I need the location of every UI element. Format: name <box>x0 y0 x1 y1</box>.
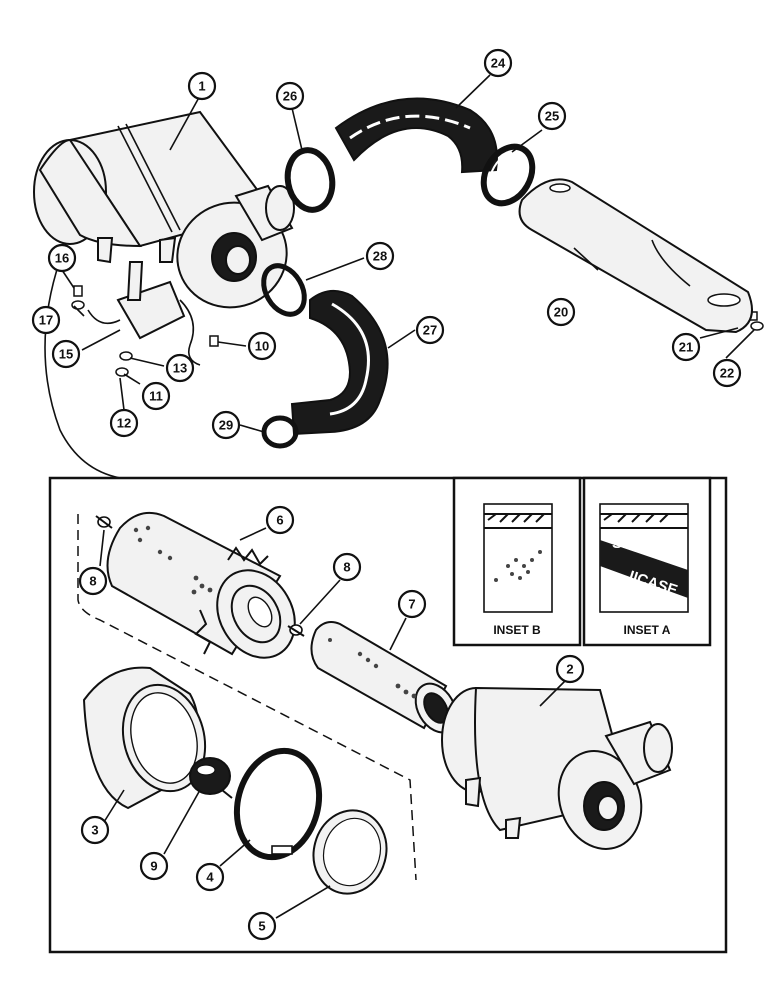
curved-hose-27 <box>290 289 389 436</box>
svg-text:16: 16 <box>55 251 69 266</box>
svg-text:12: 12 <box>117 416 131 431</box>
svg-text:8: 8 <box>343 560 350 575</box>
svg-text:1: 1 <box>198 79 205 94</box>
callout-8-upper: 8 <box>78 566 108 596</box>
svg-text:21: 21 <box>679 340 693 355</box>
secondary-filter-element <box>310 621 458 734</box>
svg-text:3: 3 <box>91 823 98 838</box>
svg-text:5: 5 <box>258 919 265 934</box>
wing-nut-8b <box>287 624 305 637</box>
callout-8-lower: 8 <box>332 552 362 582</box>
svg-text:24: 24 <box>491 56 506 71</box>
callout-1: 1 <box>187 71 217 101</box>
elbow-hose-24 <box>334 97 498 174</box>
svg-text:29: 29 <box>219 418 233 433</box>
svg-text:17: 17 <box>39 313 53 328</box>
inset-a-label: INSET A <box>624 623 671 637</box>
callout-21: 21 <box>671 332 701 362</box>
svg-text:26: 26 <box>283 89 297 104</box>
mounting-bracket <box>87 261 201 366</box>
svg-text:25: 25 <box>545 109 559 124</box>
callout-22: 22 <box>712 358 742 388</box>
svg-text:8: 8 <box>89 574 96 589</box>
svg-text:27: 27 <box>423 323 437 338</box>
inset-a: SE IICASE INSET A <box>582 476 712 647</box>
callout-10: 10 <box>247 331 277 361</box>
callout-25: 25 <box>537 101 567 131</box>
callout-28: 28 <box>365 241 395 271</box>
band-clamp-4 <box>233 747 323 861</box>
filter-housing-2 <box>441 686 673 850</box>
detail-box <box>48 476 728 954</box>
inset-a-decal-text-1: SE <box>612 535 632 552</box>
callout-29: 29 <box>211 410 241 440</box>
primary-filter-element <box>106 512 296 659</box>
callout-7: 7 <box>397 589 427 619</box>
svg-text:6: 6 <box>276 513 283 528</box>
callout-4: 4 <box>195 862 225 892</box>
inset-b: INSET B <box>452 476 582 647</box>
dust-valve-9 <box>189 757 233 799</box>
leader-lines <box>61 74 755 919</box>
inset-b-label: INSET B <box>493 623 541 637</box>
hose-clamp-25 <box>480 143 536 207</box>
svg-text:9: 9 <box>150 859 157 874</box>
svg-text:7: 7 <box>408 597 415 612</box>
callout-13: 13 <box>165 353 195 383</box>
callout-5: 5 <box>247 911 277 941</box>
callout-17: 17 <box>31 305 61 335</box>
intake-tube-20 <box>518 178 753 334</box>
svg-text:28: 28 <box>373 249 387 264</box>
air-cleaner-housing <box>33 110 295 309</box>
callout-27: 27 <box>415 315 445 345</box>
group-outline <box>77 514 417 881</box>
callout-26: 26 <box>275 81 305 111</box>
callout-12: 12 <box>109 408 139 438</box>
svg-text:10: 10 <box>255 339 269 354</box>
callout-20: 20 <box>546 297 576 327</box>
callout-3: 3 <box>80 815 110 845</box>
hose-clamp-28 <box>261 263 307 317</box>
svg-text:11: 11 <box>149 389 163 404</box>
callout-6: 6 <box>265 505 295 535</box>
callout-15: 15 <box>51 339 81 369</box>
svg-text:2: 2 <box>566 662 573 677</box>
seal-band-5 <box>312 809 388 895</box>
svg-text:15: 15 <box>59 347 73 362</box>
hose-clamp-26 <box>284 147 336 213</box>
svg-text:20: 20 <box>554 305 568 320</box>
hose-clamp-29 <box>261 415 299 449</box>
svg-text:22: 22 <box>720 366 734 381</box>
callout-11: 11 <box>141 381 171 411</box>
svg-text:4: 4 <box>206 870 214 885</box>
callout-24: 24 <box>483 48 513 78</box>
callout-9: 9 <box>139 851 169 881</box>
wing-nut-8a <box>95 515 113 529</box>
svg-text:13: 13 <box>173 361 187 376</box>
callout-16: 16 <box>47 243 77 273</box>
housing-cover-3 <box>82 666 207 810</box>
callout-2: 2 <box>555 654 585 684</box>
